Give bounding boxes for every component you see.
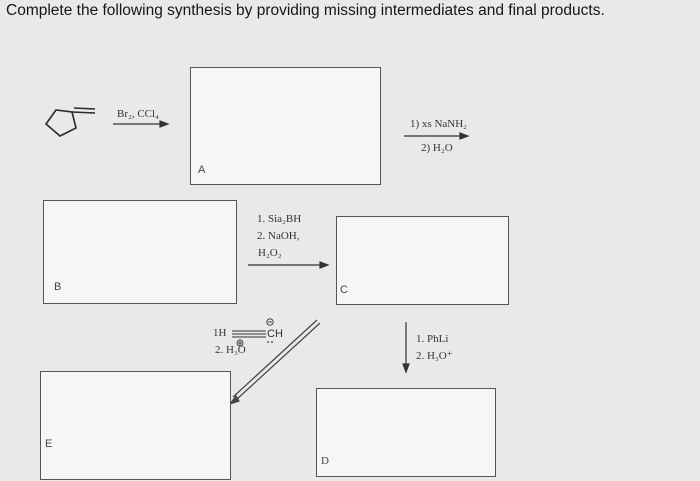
arrow-step4 — [228, 319, 321, 406]
product-box-B — [43, 200, 237, 304]
reagent-step4-line1: 1H — [213, 327, 227, 339]
reagent-step3-line2: 2. NaOH, — [257, 230, 300, 242]
reagent-step2-line1: 1) xs NaNH₂ — [410, 118, 467, 130]
product-box-C — [336, 216, 509, 305]
reagent-step5-line1: 1. PhLi — [416, 333, 449, 345]
alkyne-triple-bond — [232, 330, 266, 338]
label-A: A — [198, 164, 206, 176]
lone-pair-dots — [267, 341, 273, 343]
label-E: E — [45, 438, 53, 450]
instruction-text: Complete the following synthesis by prov… — [6, 2, 605, 19]
reagent-step1: Br₂, CCl₄ — [117, 108, 159, 120]
product-box-D — [316, 388, 496, 477]
arrow-step5 — [402, 322, 410, 374]
reagent-step5-line2: 2. H₃O⁺ — [416, 350, 453, 362]
product-box-A — [190, 67, 381, 185]
label-B: B — [54, 281, 62, 293]
arrow-step3 — [248, 261, 330, 269]
starting-material-structure — [44, 107, 96, 137]
reagent-step3-line1: 1. Sia₂BH — [257, 213, 302, 225]
label-C: C — [340, 284, 348, 296]
product-box-E — [40, 371, 231, 480]
reagent-step2-line2: 2) H₂O — [421, 142, 453, 154]
reagent-step4-anion-h: H — [275, 328, 283, 340]
hydronium-charge — [236, 339, 244, 347]
arrow-step2 — [404, 132, 470, 140]
label-D: D — [321, 455, 329, 467]
reagent-step3-line3: H₂O₂ — [258, 247, 282, 259]
carbanion-charge — [266, 318, 274, 326]
reagent-step4-anion-c: C — [267, 328, 275, 340]
reagent-step4-line2: 2. H₃O — [215, 344, 246, 356]
arrow-step1 — [113, 120, 170, 128]
